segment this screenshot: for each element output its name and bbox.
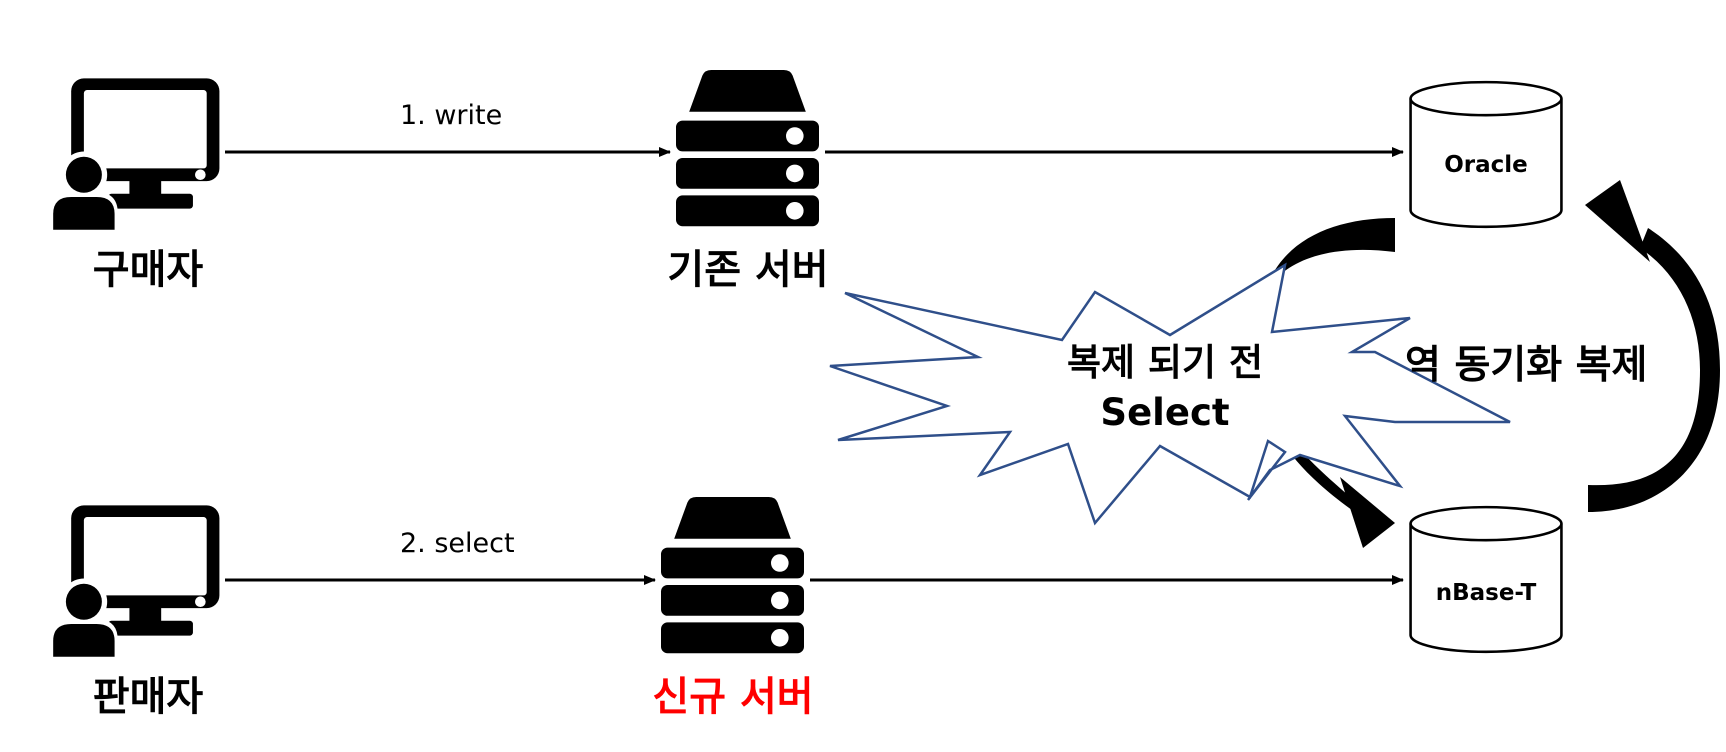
new-server-label: 신규 서버 — [652, 674, 813, 720]
write-edge-label: 1. write — [400, 100, 502, 131]
select-edge-label: 2. select — [400, 528, 515, 559]
buyer-computer-user-icon — [50, 78, 220, 235]
before-replication-label-line2: Select — [1100, 391, 1229, 434]
before-replication-burst — [829, 262, 1511, 526]
oracle-to-nbase-arrowhead — [1340, 477, 1395, 548]
new-server-icon — [661, 497, 804, 654]
reverse-sync-label: 역 동기화 복제 — [1405, 343, 1647, 388]
legacy-server-label: 기존 서버 — [667, 247, 828, 293]
reverse-sync-curved-arrow — [1588, 228, 1720, 512]
before-replication-label-line1: 복제 되기 전 — [1067, 341, 1263, 384]
buyer-label: 구매자 — [93, 247, 204, 293]
reverse-sync-arrowhead — [1585, 180, 1650, 262]
legacy-server-icon — [676, 70, 819, 227]
seller-computer-user-icon — [50, 505, 220, 662]
nbase-db-label: nBase-T — [1436, 580, 1537, 606]
seller-label: 판매자 — [93, 674, 204, 720]
oracle-db-label: Oracle — [1444, 152, 1528, 178]
